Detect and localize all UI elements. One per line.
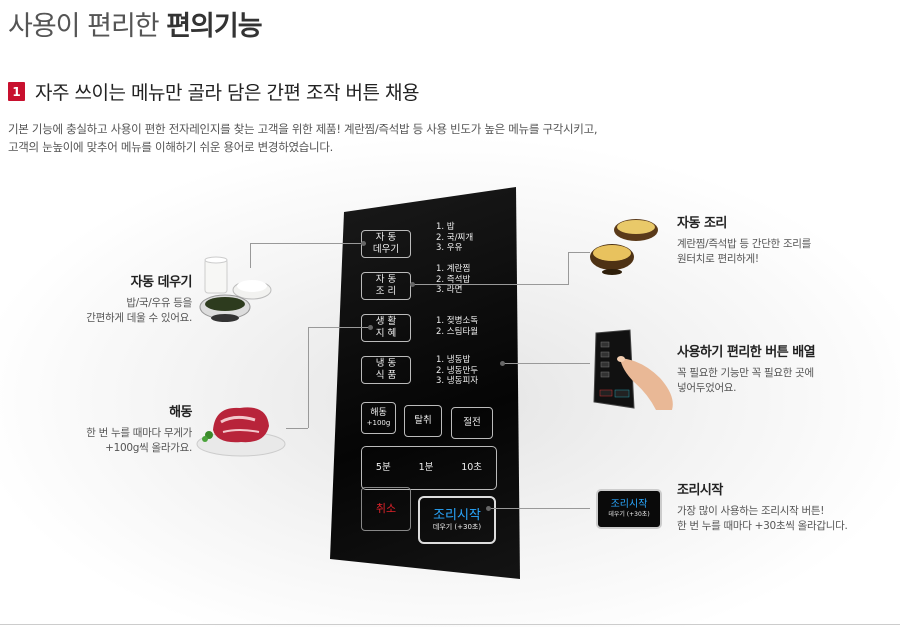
connector-line	[250, 243, 366, 244]
start-cooking-label: 조리시작	[433, 508, 481, 523]
button-label: 자 동	[375, 232, 397, 243]
frozen-food-menu-list: 1. 냉동밥 2. 냉동만두 3. 냉동피자	[436, 355, 478, 387]
menu-item: 1. 계란찜	[436, 264, 471, 274]
feature-desc: 원터치로 편리하게!	[677, 253, 759, 265]
menu-item: 1. 젖병소독	[436, 316, 479, 326]
frozen-food-button[interactable]: 냉 동 식 품	[361, 356, 411, 384]
milk-rice-soup-image	[199, 256, 272, 322]
button-label: 생 활	[375, 316, 397, 327]
start-cooking-thumbnail-label: 조리시작	[610, 499, 648, 510]
auto-cook-menu-list: 1. 계란찜 2. 즉석밥 3. 라면	[436, 264, 470, 296]
menu-item: 3. 우유	[436, 243, 463, 253]
page-title: 사용이 편리한 편의기능	[8, 4, 263, 43]
start-cooking-thumbnail-sublabel: 데우기 (+30초)	[608, 511, 650, 518]
menu-item: 1. 냉동밥	[436, 355, 471, 365]
button-label: 조 리	[375, 286, 397, 297]
feature-defrost: 해동 한 번 누를 때마다 무게가 +100g씩 올라가요.	[60, 405, 192, 456]
time-10sec-button[interactable]: 10초	[461, 462, 483, 473]
connector-line	[308, 327, 370, 328]
connector-dot	[486, 506, 491, 511]
feature-start-cooking: 조리시작 가장 많이 사용하는 조리시작 버튼! 한 번 누를 때마다 +30초…	[677, 483, 892, 534]
feature-title: 조리시작	[677, 483, 723, 498]
bottom-divider	[0, 624, 900, 625]
time-5min-button[interactable]: 5분	[375, 462, 391, 473]
start-cooking-sublabel: 데우기 (+30초)	[432, 523, 482, 531]
cancel-button[interactable]: 취소	[361, 487, 411, 531]
connector-dot	[361, 241, 366, 246]
feature-desc: 밥/국/우유 등을	[126, 297, 192, 309]
feature-title: 해동	[169, 405, 192, 420]
button-label: 식 품	[375, 370, 397, 381]
menu-item: 3. 냉동피자	[436, 376, 479, 386]
button-label: 데우기	[372, 244, 400, 255]
feature-desc: 한 번 누를 때마다 무게가	[86, 427, 192, 439]
steamed-egg-image	[590, 219, 658, 275]
feature-auto-cook: 자동 조리 계란찜/즉석밥 등 간단한 조리를 원터치로 편리하게!	[677, 216, 887, 267]
menu-item: 2. 즉석밥	[436, 274, 471, 285]
feature-desc: +100g씩 올라가요.	[105, 442, 192, 454]
connector-line	[502, 363, 590, 364]
menu-item: 3. 라면	[436, 285, 463, 295]
page-title-light: 사용이 편리한	[8, 11, 160, 42]
connector-line	[286, 428, 308, 429]
power-save-button[interactable]: 절전	[451, 407, 493, 439]
start-cooking-button[interactable]: 조리시작 데우기 (+30초)	[418, 496, 496, 544]
feature-title: 자동 데우기	[130, 275, 193, 290]
auto-reheat-menu-list: 1. 밥 2. 국/찌개 3. 우유	[436, 222, 473, 254]
raw-meat-image	[196, 407, 286, 457]
menu-item: 2. 냉동만두	[436, 365, 479, 376]
feature-desc: 간편하게 데울 수 있어요.	[86, 312, 192, 324]
button-label: +100g	[366, 419, 391, 427]
button-label: 냉 동	[375, 358, 397, 369]
connector-line	[568, 252, 569, 285]
menu-item: 2. 국/찌개	[436, 232, 474, 243]
connector-line	[568, 252, 590, 253]
connector-line	[412, 284, 568, 285]
connector-line	[488, 508, 590, 509]
menu-item: 2. 스팀타월	[436, 326, 479, 337]
button-label: 자 동	[375, 274, 397, 285]
feature-desc: 가장 많이 사용하는 조리시작 버튼!	[677, 505, 825, 517]
page-title-bold: 편의기능	[166, 11, 262, 42]
time-1min-button[interactable]: 1분	[418, 462, 434, 473]
button-label: 지 혜	[375, 328, 397, 339]
connector-dot	[410, 282, 415, 287]
description-line: 고객의 눈높이에 맞추어 메뉴를 이해하기 쉬운 용어로 변경하였습니다.	[8, 140, 333, 154]
time-buttons-group: 5분 1분 10초	[361, 446, 497, 490]
dehydrate-button[interactable]: 탈취	[404, 405, 442, 437]
connector-dot	[368, 325, 373, 330]
life-wisdom-button[interactable]: 생 활 지 혜	[361, 314, 411, 342]
feature-title: 사용하기 편리한 버튼 배열	[677, 345, 816, 360]
connector-dot	[500, 361, 505, 366]
connector-line	[250, 243, 251, 268]
menu-item: 1. 밥	[436, 222, 455, 232]
section-description: 기본 기능에 충실하고 사용이 편한 전자레인지를 찾는 고객을 위한 제품! …	[8, 120, 598, 156]
feature-button-layout: 사용하기 편리한 버튼 배열 꼭 필요한 기능만 꼭 필요한 곳에 넣어두었어요…	[677, 345, 887, 396]
defrost-button[interactable]: 해동 +100g	[361, 402, 396, 434]
feature-desc: 계란찜/즉석밥 등 간단한 조리를	[677, 238, 812, 250]
feature-desc: 꼭 필요한 기능만 꼭 필요한 곳에	[677, 367, 814, 379]
finger-pressing-panel-image	[593, 329, 673, 410]
life-wisdom-menu-list: 1. 젖병소독 2. 스팀타월	[436, 316, 478, 337]
section-number-badge: 1	[8, 82, 25, 101]
description-line: 기본 기능에 충실하고 사용이 편한 전자레인지를 찾는 고객을 위한 제품! …	[8, 122, 598, 136]
auto-reheat-button[interactable]: 자 동 데우기	[361, 230, 411, 258]
feature-title: 자동 조리	[677, 216, 727, 231]
section-header: 1 자주 쓰이는 메뉴만 골라 담은 간편 조작 버튼 채용	[8, 78, 419, 105]
auto-cook-button[interactable]: 자 동 조 리	[361, 272, 411, 300]
feature-desc: 한 번 누를 때마다 +30초씩 올라갑니다.	[677, 520, 848, 532]
feature-auto-reheat: 자동 데우기 밥/국/우유 등을 간편하게 데울 수 있어요.	[60, 275, 192, 326]
button-label: 해동	[370, 408, 387, 418]
connector-line	[308, 327, 309, 428]
section-title: 자주 쓰이는 메뉴만 골라 담은 간편 조작 버튼 채용	[35, 82, 419, 104]
feature-desc: 넣어두었어요.	[677, 382, 737, 394]
start-cooking-thumbnail: 조리시작 데우기 (+30초)	[596, 489, 662, 529]
